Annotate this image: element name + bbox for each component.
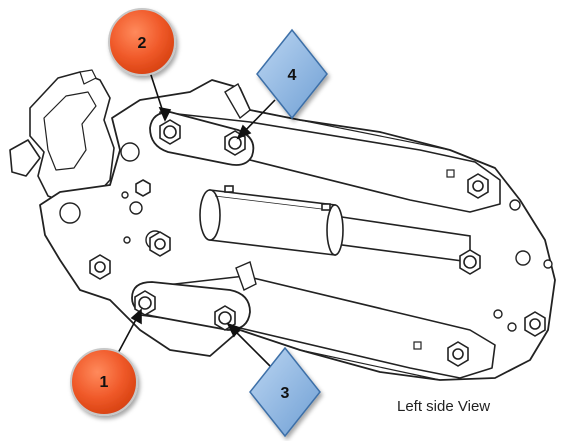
bracket-tab [224, 82, 257, 291]
bolt-cylinder-end [459, 249, 481, 275]
jaw-bracket [9, 69, 115, 205]
leader-lines [116, 71, 276, 369]
view-caption: Left side View [397, 398, 491, 415]
bolt-upper-small [135, 179, 151, 197]
bolt-bottom-right [447, 341, 469, 367]
bolt-2-upper-left [159, 119, 181, 145]
callout-1-label: 1 [100, 374, 109, 391]
callout-3-label: 3 [281, 385, 290, 402]
callout-4-label: 4 [288, 67, 297, 84]
callout-3-diamond [249, 346, 321, 438]
callout-4-diamond [256, 28, 328, 120]
callout-2-circle [108, 8, 176, 76]
bolt-far-right-upper [467, 173, 489, 199]
bolt-1-lower-left [134, 290, 156, 316]
bolt-left-lower [89, 254, 111, 280]
callout-1-circle [70, 348, 138, 416]
bolt-far-right-lower [524, 311, 546, 337]
bolt-center-left [149, 231, 171, 257]
hydraulic-cylinder [199, 185, 471, 263]
callout-2-label: 2 [138, 35, 147, 52]
